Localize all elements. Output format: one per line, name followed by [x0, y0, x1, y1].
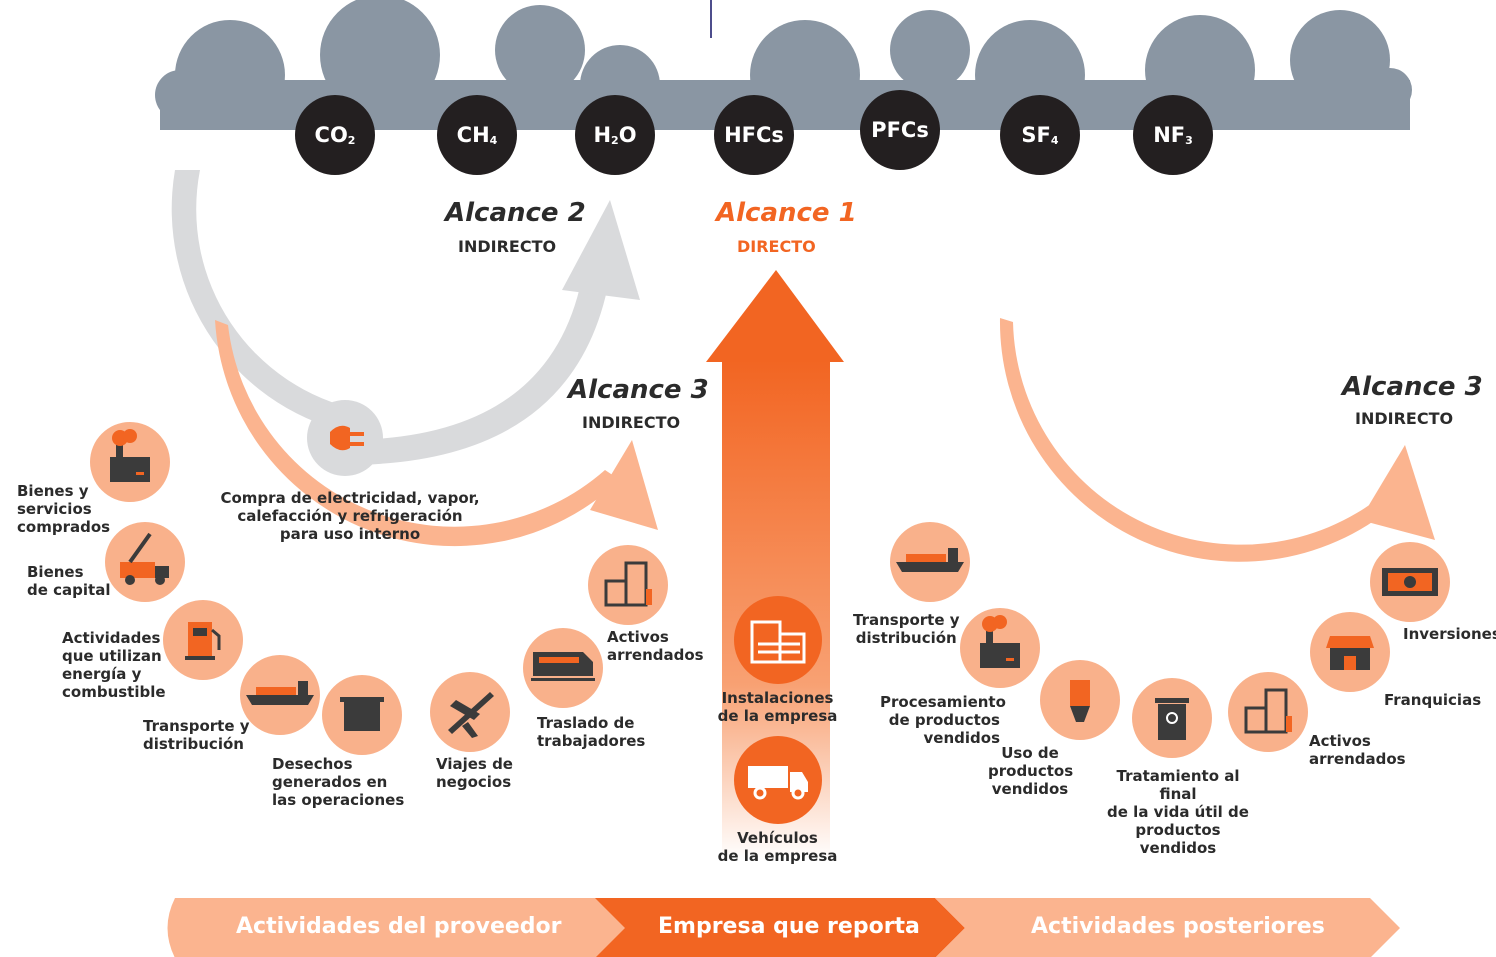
band-label-reporting-company: Empresa que reporta: [658, 914, 920, 939]
value-chain-band: [167, 898, 1400, 957]
lightbulb-icon: [1070, 680, 1090, 722]
scope3-right-arc: [999, 318, 1435, 562]
ship-icon: [896, 548, 964, 572]
facility-circle: [734, 596, 822, 684]
gas-pfcs: PFCs: [860, 90, 940, 170]
train-icon: [531, 652, 595, 681]
ship-icon: [246, 681, 314, 705]
facility-icon: [750, 620, 806, 664]
storefront-icon: [1326, 636, 1374, 670]
scope3-right-subtitle: INDIRECTO: [1355, 409, 1454, 428]
band-label-downstream: Actividades posteriores: [1031, 914, 1325, 939]
scope3-left-subtitle: INDIRECTO: [582, 413, 681, 432]
electricity-line: calefacción y refrigeración: [237, 507, 463, 525]
truck-icon: [748, 766, 808, 800]
band-label-supplier: Actividades del proveedor: [236, 914, 562, 939]
building-icon: [1244, 688, 1292, 734]
scope3-right-title: Alcance 3: [1342, 372, 1483, 402]
downstream-label-franchises: Franquicias: [1384, 691, 1482, 709]
factory-icon: [110, 429, 150, 482]
scope3-left-arc: [215, 320, 658, 547]
downstream-label-investments: Inversiones: [1403, 625, 1496, 643]
scope3-left-title: Alcance 3: [568, 375, 709, 405]
gas-hfcs: HFCs: [714, 95, 794, 175]
upstream-icons: [90, 422, 668, 755]
scope2-subtitle: INDIRECTO: [458, 237, 557, 256]
band-center: [595, 898, 965, 957]
band-left: [167, 898, 650, 957]
band-right: [935, 898, 1400, 957]
factory-icon: [980, 615, 1020, 668]
plug-icon: [330, 425, 364, 451]
electricity-line: para uso interno: [279, 525, 421, 543]
airplane-icon: [448, 692, 494, 738]
downstream-circle: [1228, 672, 1308, 752]
fuel-pump-icon: [185, 622, 221, 660]
dumpster-icon: [340, 697, 384, 731]
upstream-circle: [588, 545, 668, 625]
scope1-subtitle: DIRECTO: [737, 237, 816, 256]
recycle-bin-icon: [1155, 698, 1189, 740]
crane-truck-icon: [120, 532, 169, 585]
money-icon: [1382, 568, 1438, 596]
scope2-title: Alcance 2: [445, 198, 586, 228]
scope1-title: Alcance 1: [716, 198, 857, 228]
downstream-icons: [890, 522, 1450, 758]
building-icon: [604, 561, 652, 607]
electricity-label: Compra de electricidad, vapor, calefacci…: [210, 489, 490, 543]
electricity-line: Compra de electricidad, vapor,: [220, 489, 480, 507]
